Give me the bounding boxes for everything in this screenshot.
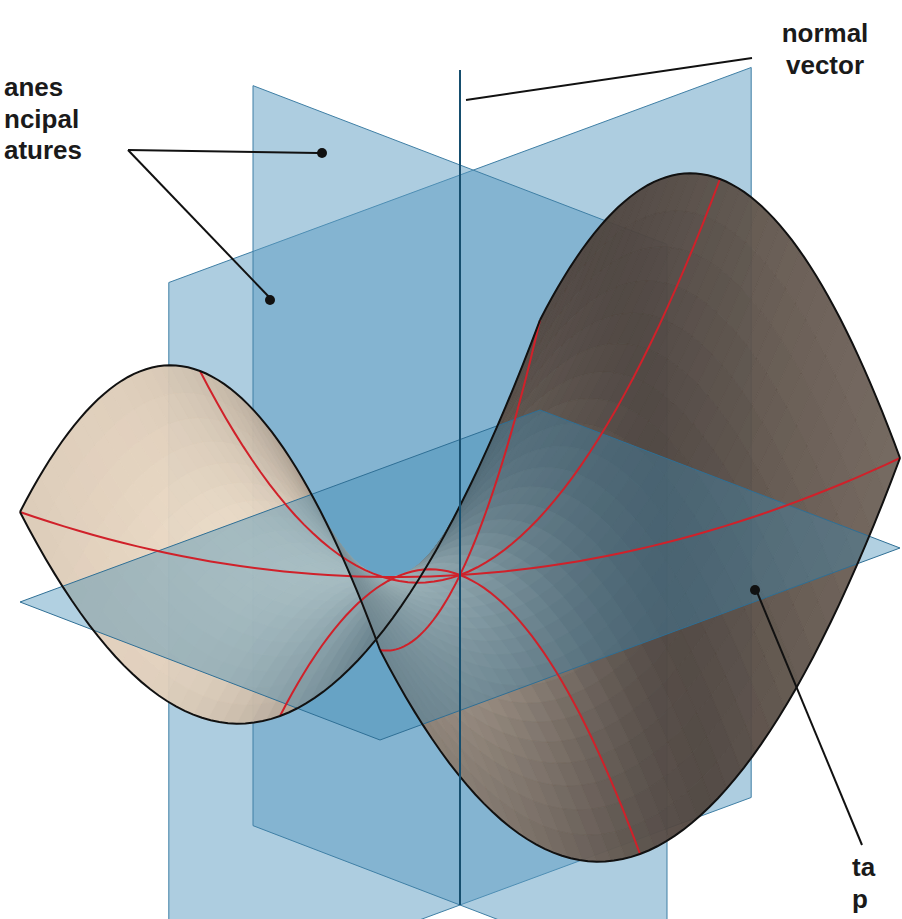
surface-patch [250,406,274,444]
callout-label: ta p [852,852,892,915]
callout-label: normal vector [760,18,890,81]
surface-boundary [20,320,540,724]
surface-patch [442,740,466,784]
leader-line [757,592,862,845]
leader-dot [750,585,760,595]
surface-boundary [380,458,900,862]
leader-line [128,150,270,298]
leader-dot [317,148,327,158]
surface-boundary [540,173,900,458]
surface-patch [240,397,264,434]
normal-line [459,70,461,905]
surface-patch [428,721,452,767]
callout-label: anes ncipal atures [4,72,114,167]
surface-boundary [20,365,380,650]
leader-dot [265,295,275,305]
leader-line [466,58,752,100]
surface-patch [274,444,298,481]
leader-line [128,150,318,153]
